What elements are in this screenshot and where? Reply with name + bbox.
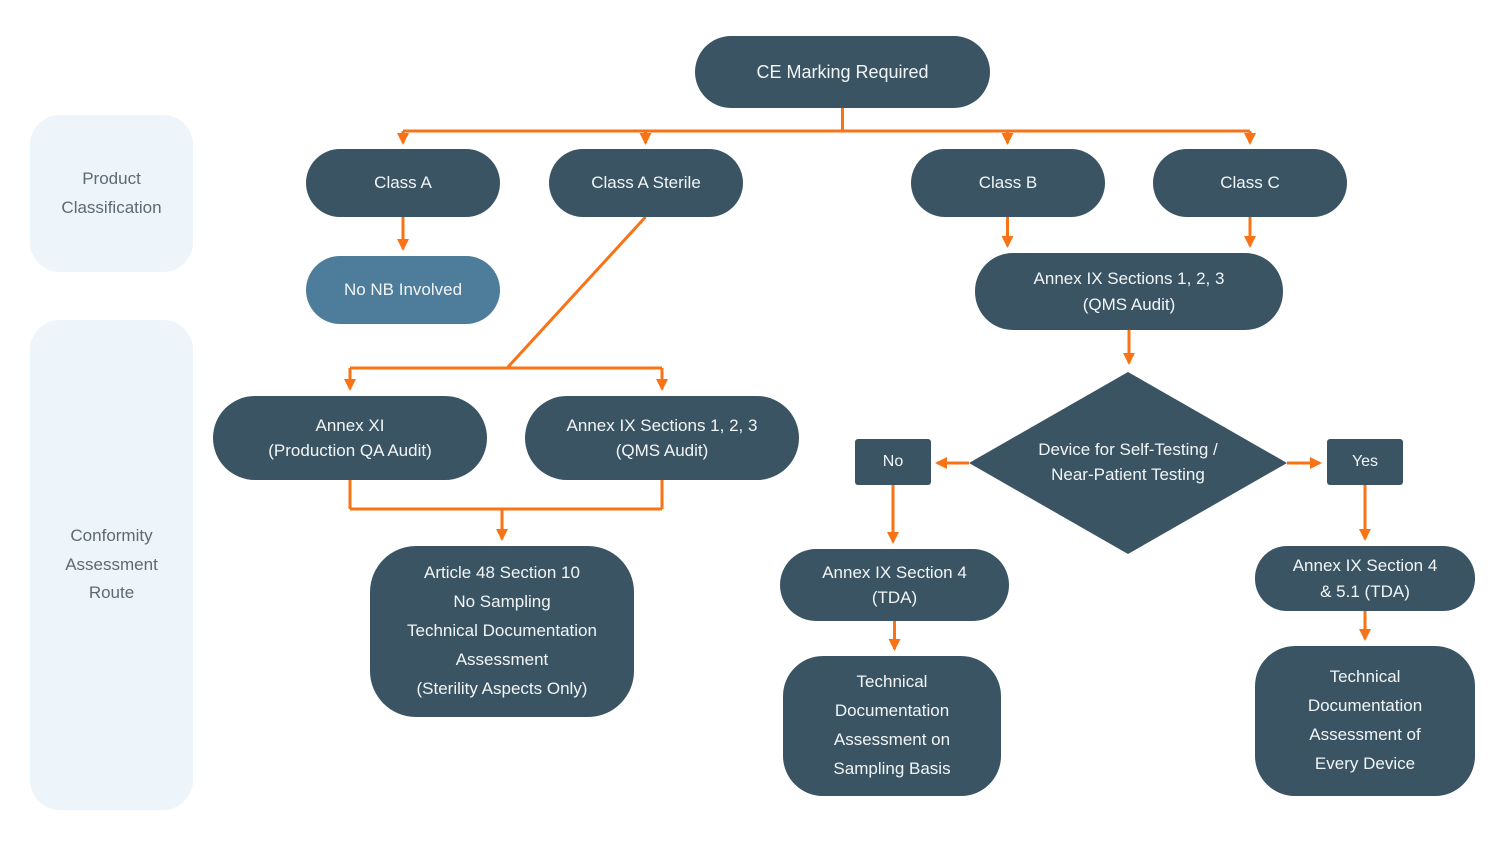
node-class-a: Class A [306,149,500,217]
node-tda-every-device: Technical Documentation Assessment of Ev… [1255,646,1475,796]
node-annex-xi-production-qa-audit: Annex XI (Production QA Audit) [213,396,487,480]
node-class-b: Class B [911,149,1105,217]
node-annex-ix-qms-audit-sterile: Annex IX Sections 1, 2, 3 (QMS Audit) [525,396,799,480]
decision-diamond-label: Device for Self-Testing / Near-Patient T… [1038,439,1218,485]
node-annex-ix-qms-audit-bc: Annex IX Sections 1, 2, 3 (QMS Audit) [975,253,1283,330]
node-no-nb-involved: No NB Involved [306,256,500,324]
group-label-conformity-assessment-route: Conformity Assessment Route [30,320,193,810]
node-class-c: Class C [1153,149,1347,217]
edge-label-no: No [855,439,931,485]
group-label-product-classification: Product Classification [30,115,193,272]
node-class-a-sterile: Class A Sterile [549,149,743,217]
decision-diamond [969,372,1287,554]
node-tda-sampling-basis: Technical Documentation Assessment on Sa… [783,656,1001,796]
node-annex-ix-section-4-51-tda: Annex IX Section 4 & 5.1 (TDA) [1255,546,1475,611]
node-annex-ix-section-4-tda: Annex IX Section 4 (TDA) [780,549,1009,621]
node-article-48-section-10: Article 48 Section 10 No Sampling Techni… [370,546,634,717]
edge-label-yes: Yes [1327,439,1403,485]
node-ce-marking-required: CE Marking Required [695,36,990,108]
connector-sterile-diagonal [506,215,647,369]
